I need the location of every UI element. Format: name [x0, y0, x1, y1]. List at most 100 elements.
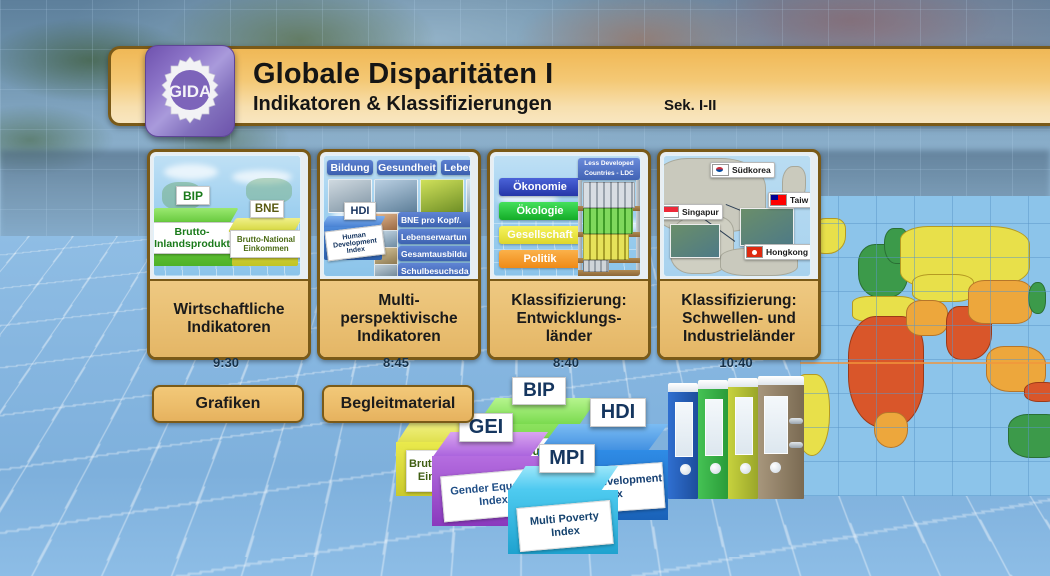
card-4-title: Klassifizierung: Schwellen- und Industri…	[673, 292, 804, 346]
card-3-title: Klassifizierung: Entwicklungs- länder	[503, 292, 634, 346]
binder-top-edge	[758, 376, 804, 385]
list-item-label: BNE pro Kopf/.	[401, 214, 462, 225]
card-klassifizierung-schwellen-industrielaender[interactable]: Südkorea Taiw Singapur Hongkong Kla	[657, 149, 821, 360]
world-choropleth-map	[800, 196, 1050, 496]
photo-thumbnail	[466, 179, 470, 213]
grafiken-button[interactable]: Grafiken	[152, 385, 304, 423]
binder-top-edge	[728, 378, 758, 387]
bne-label-line2: Einkommen	[243, 244, 289, 253]
bne-label-line1: Brutto-National	[236, 235, 296, 244]
bip-tag: BIP	[176, 186, 210, 205]
index-box-mpi-label: Multi Poverty Index	[516, 499, 614, 553]
binder-brown	[758, 376, 804, 499]
flag-taiwan: Taiw	[768, 192, 810, 208]
inset-photo-singapur	[670, 224, 720, 258]
bip-label: Brutto- Inlandsprodukt	[154, 222, 236, 254]
list-item-bne-pro-kopf: BNE pro Kopf/.	[398, 212, 470, 227]
card-2-caption: Multi- perspektivische Indikatoren	[320, 279, 478, 357]
card-1-title: Wirtschaftliche Indikatoren	[166, 301, 293, 337]
logo-text: GIDA	[169, 82, 212, 101]
shelf-post-left	[578, 180, 582, 276]
bip-tag-label: BIP	[182, 188, 203, 203]
photo-thumbnail	[374, 179, 418, 213]
list-item-label: Lebenserwartun	[401, 231, 467, 242]
flag-suedkorea: Südkorea	[710, 162, 775, 178]
bip-label-line2: Inlandsprodukt	[154, 238, 230, 250]
card-klassifizierung-entwicklungslaender[interactable]: Ökonomie Ökologie Gesellschaft Politik L…	[487, 149, 651, 360]
binder-label	[764, 395, 788, 455]
begleitmaterial-button-label: Begleitmaterial	[340, 395, 456, 412]
card-2-title-line2: perspektivische	[340, 310, 458, 327]
title-bar-texts: Globale Disparitäten I Indikatoren & Kla…	[253, 57, 1033, 116]
mpi-abbr-label: MPI	[549, 447, 585, 469]
list-item-label: Schulbesuchsda	[401, 265, 469, 276]
binder-row-4	[583, 260, 609, 272]
shelf-title-line2: Countries - LDC	[584, 170, 634, 177]
pill-lebensstandard-label: Lebens	[444, 161, 470, 174]
grafiken-button-label: Grafiken	[195, 395, 261, 412]
binder-green	[698, 380, 728, 499]
hdi-abbr-label: HDI	[600, 401, 636, 423]
begleitmaterial-button[interactable]: Begleitmaterial	[322, 385, 474, 423]
card-wirtschaftliche-indikatoren[interactable]: BIP Brutto- Inlandsprodukt BNE Brutto-Na…	[147, 149, 311, 360]
map-equator-line	[800, 362, 1050, 364]
card-2-duration: 8:45	[382, 355, 410, 370]
card-1-title-line1: Wirtschaftliche	[173, 301, 285, 318]
binder-clip	[789, 417, 804, 424]
flag-hongkong: Hongkong	[744, 244, 810, 260]
card-4-thumbnail: Südkorea Taiw Singapur Hongkong	[663, 155, 811, 277]
pill-oekonomie: Ökonomie	[499, 178, 581, 196]
hdi-tag-label: HDI	[350, 205, 370, 217]
pill-politik-label: Politik	[523, 253, 557, 265]
binder-blue	[668, 383, 698, 499]
card-1-thumbnail: BIP Brutto- Inlandsprodukt BNE Brutto-Na…	[153, 155, 301, 277]
title-bar: Globale Disparitäten I Indikatoren & Kla…	[108, 46, 1050, 126]
inset-photo-hongkong	[740, 208, 794, 246]
card-4-title-line3: Industrieländer	[683, 328, 795, 345]
card-1-title-line2: Indikatoren	[187, 319, 271, 336]
gei-abbr-label: GEI	[468, 416, 504, 438]
pill-gesellschaft: Gesellschaft	[499, 226, 581, 244]
index-abbr-bip: BIP	[512, 377, 566, 405]
list-item-lebenserwartung: Lebenserwartun	[398, 229, 470, 244]
cloud-shape	[232, 170, 292, 184]
shelf-post-right	[636, 180, 640, 276]
pill-gesellschaft-label: Gesellschaft	[507, 229, 573, 241]
pill-bildung-label: Bildung	[330, 161, 370, 174]
card-3-duration: 8:40	[552, 355, 580, 370]
card-multiperspektivische-indikatoren[interactable]: Bildung Gesundheit Lebens HDI	[317, 149, 481, 360]
binder-label	[704, 399, 724, 456]
card-4-title-line1: Klassifizierung:	[681, 292, 797, 309]
ldc-bookshelf: Less Developed Countries - LDC	[578, 158, 640, 276]
shelf-board	[578, 270, 640, 276]
binder-top-edge	[698, 380, 728, 389]
index-abbr-hdi: HDI	[590, 398, 646, 427]
pill-gesundheit-label: Gesundheit	[378, 161, 436, 174]
index-box-mpi: Multi Poverty Index	[508, 466, 618, 554]
card-3-title-line3: länder	[545, 328, 593, 345]
pill-oekologie: Ökologie	[499, 202, 581, 220]
pill-lebensstandard: Lebens	[441, 160, 470, 175]
binder-ring-hole	[769, 462, 781, 474]
mpi-line2: Index	[550, 524, 581, 540]
binder-yellowgreen	[728, 378, 758, 499]
pill-bildung: Bildung	[327, 160, 373, 175]
shelf-title-line1: Less Developed	[584, 160, 634, 167]
gida-logo: GIDA	[145, 45, 235, 137]
card-2-title-line1: Multi-	[378, 292, 420, 309]
pill-oekologie-label: Ökologie	[516, 205, 564, 217]
gear-icon: GIDA	[161, 56, 219, 124]
hdi-label-line2: Index	[346, 245, 366, 255]
bne-label: Brutto-National Einkommen	[230, 230, 300, 258]
subtitle-row: Indikatoren & Klassifizierungen Sek. I-I…	[253, 92, 1033, 116]
binder-ring-hole	[710, 463, 721, 475]
flag-singapur: Singapur	[664, 204, 723, 220]
card-3-caption: Klassifizierung: Entwicklungs- länder	[490, 279, 648, 357]
card-4-duration: 10:40	[719, 355, 753, 370]
flag-hongkong-label: Hongkong	[766, 247, 809, 257]
photo-thumbnail	[420, 179, 464, 213]
bne-tag: BNE	[250, 200, 284, 218]
pill-gesundheit: Gesundheit	[377, 160, 437, 175]
thumb-map-continent	[246, 178, 292, 204]
